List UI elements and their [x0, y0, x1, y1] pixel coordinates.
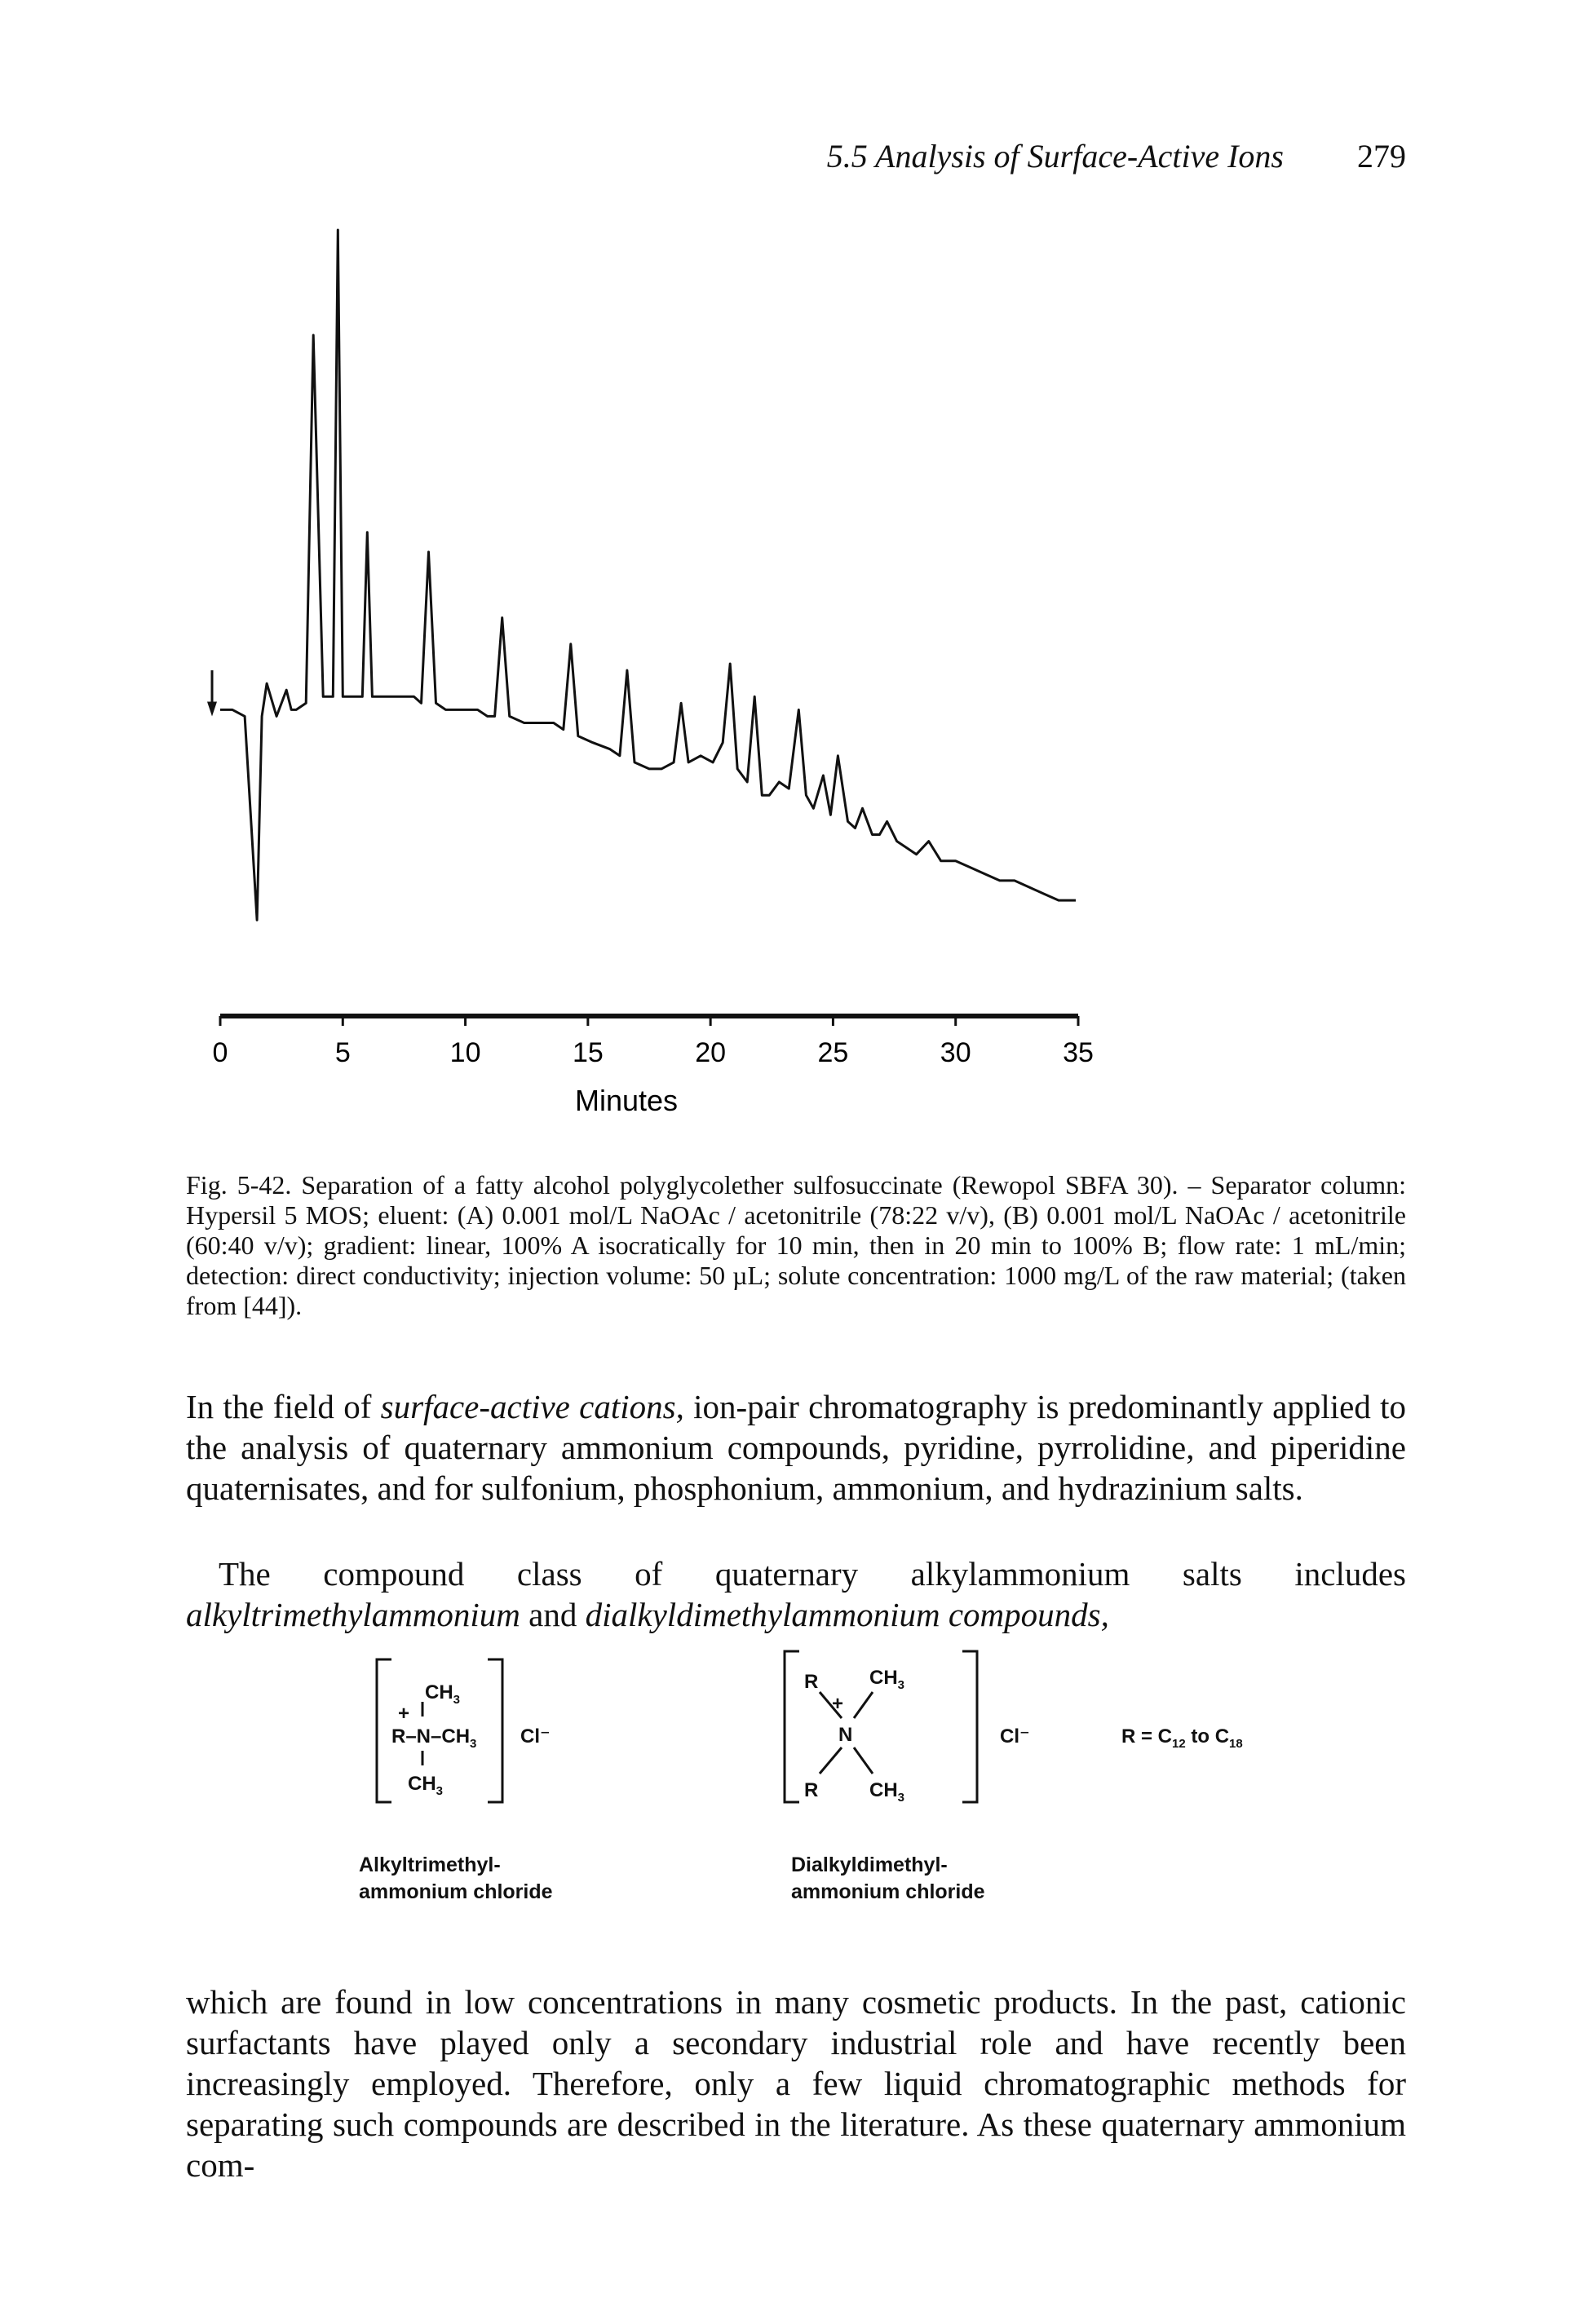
bracket	[783, 1650, 979, 1804]
chloride-anion: Cl⁻	[1000, 1725, 1030, 1747]
chemical-structures: CH3 + R–N–CH3 CH3 Cl⁻ Alkyltrimethyl- am…	[359, 1650, 1243, 1903]
structure-label: ammonium chloride	[791, 1880, 985, 1903]
x-tick-label: 15	[573, 1037, 604, 1068]
bond	[852, 1691, 874, 1719]
x-tick-label: 35	[1063, 1037, 1094, 1068]
page-number: 279	[1357, 138, 1406, 175]
amine-chain: R–N–CH3	[391, 1725, 476, 1751]
methyl-top: CH3	[425, 1681, 460, 1707]
x-tick-label: 10	[450, 1037, 481, 1068]
injection-arrow-head	[207, 701, 217, 717]
x-axis: 0 5 10 15 20 25 30 35	[213, 1014, 1094, 1068]
bracket	[375, 1658, 504, 1804]
charge-plus: +	[398, 1703, 409, 1725]
paragraph-text: ion-pair chromatography is predominantly…	[186, 1388, 1407, 1507]
figure-caption: Fig. 5-42. Separation of a fatty alcohol…	[186, 1170, 1406, 1320]
paragraph-surface-active-cations: In the field of surface-active cations, …	[186, 1386, 1406, 1509]
x-tick-label: 25	[818, 1037, 849, 1068]
bond	[852, 1747, 874, 1774]
methyl: CH3	[869, 1667, 904, 1692]
structure-label: Alkyltrimethyl-	[359, 1853, 501, 1876]
running-head-section: 5.5 Analysis of Surface-Active Ions	[826, 138, 1284, 175]
chromatogram-trace	[220, 228, 1076, 921]
methyl-bottom: CH3	[408, 1773, 443, 1798]
structure-label: Dialkyldimethyl-	[791, 1853, 948, 1876]
emphasis-term: alkyltrimethylammonium	[186, 1596, 520, 1633]
alkyl-r: R	[804, 1671, 818, 1693]
alkyl-definition: R = C12 to C18	[1121, 1725, 1243, 1751]
paragraph-text: and	[520, 1596, 586, 1633]
structure-label: ammonium chloride	[359, 1880, 553, 1903]
methyl: CH3	[869, 1779, 904, 1805]
alkyl-r: R	[804, 1779, 818, 1801]
nitrogen: N	[838, 1724, 852, 1746]
bond	[818, 1747, 843, 1774]
emphasis-term: surface-active cations,	[380, 1388, 684, 1425]
alkyltrimethylammonium-structure: CH3 + R–N–CH3 CH3 Cl⁻ Alkyltrimethyl- am…	[359, 1658, 553, 1903]
dialkyldimethylammonium-structure: R CH3 + N R CH3 Cl⁻ Dialkyldimethyl- amm…	[783, 1650, 1030, 1903]
x-tick-label: 20	[695, 1037, 726, 1068]
injection-marker	[207, 670, 217, 717]
x-tick-label: 0	[213, 1037, 228, 1068]
paragraph-compound-class: The compound class of quaternary alkylam…	[186, 1553, 1406, 1635]
emphasis-term: dialkyldimethylammonium compounds,	[585, 1596, 1109, 1633]
paragraph-cosmetic-products: which are found in low concentrations in…	[186, 1983, 1406, 2184]
paragraph-text: The compound class of quaternary alkylam…	[219, 1555, 1406, 1593]
x-tick-label: 5	[335, 1037, 351, 1068]
chromatogram-figure: 0 5 10 15 20 25 30 35 Minutes	[207, 228, 1094, 1117]
bond	[818, 1691, 843, 1719]
chloride-anion: Cl⁻	[520, 1725, 551, 1747]
x-axis-title: Minutes	[575, 1084, 678, 1117]
x-tick-label: 30	[940, 1037, 971, 1068]
paragraph-text: In the field of	[186, 1388, 381, 1425]
running-head: 5.5 Analysis of Surface-Active Ions 279	[0, 137, 1592, 186]
